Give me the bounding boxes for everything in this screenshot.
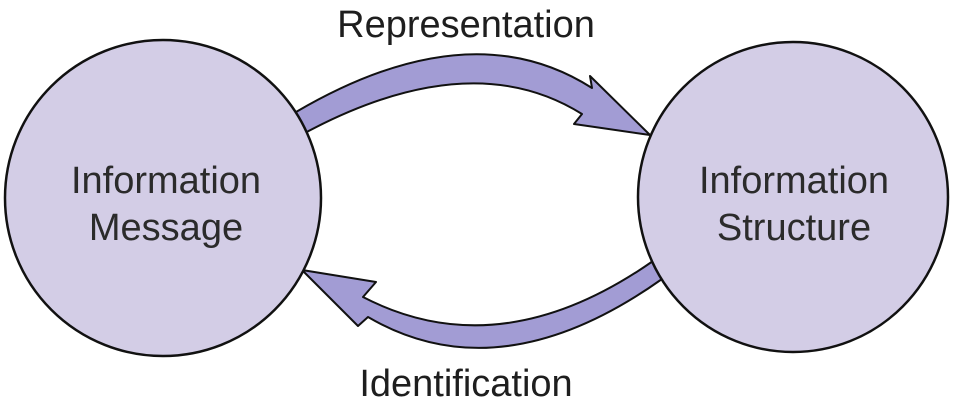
representation-arrow bbox=[295, 53, 651, 136]
identification-label: Identification bbox=[359, 363, 572, 405]
information-message-label-line1: Information bbox=[71, 160, 261, 202]
representation-label: Representation bbox=[337, 4, 595, 46]
information-structure-label-line2: Structure bbox=[717, 207, 871, 249]
information-structure-node bbox=[636, 40, 950, 354]
information-structure-label-line1: Information bbox=[699, 160, 889, 202]
identification-arrow bbox=[301, 260, 663, 349]
information-message-node bbox=[3, 38, 323, 358]
information-message-label-line2: Message bbox=[89, 207, 243, 249]
